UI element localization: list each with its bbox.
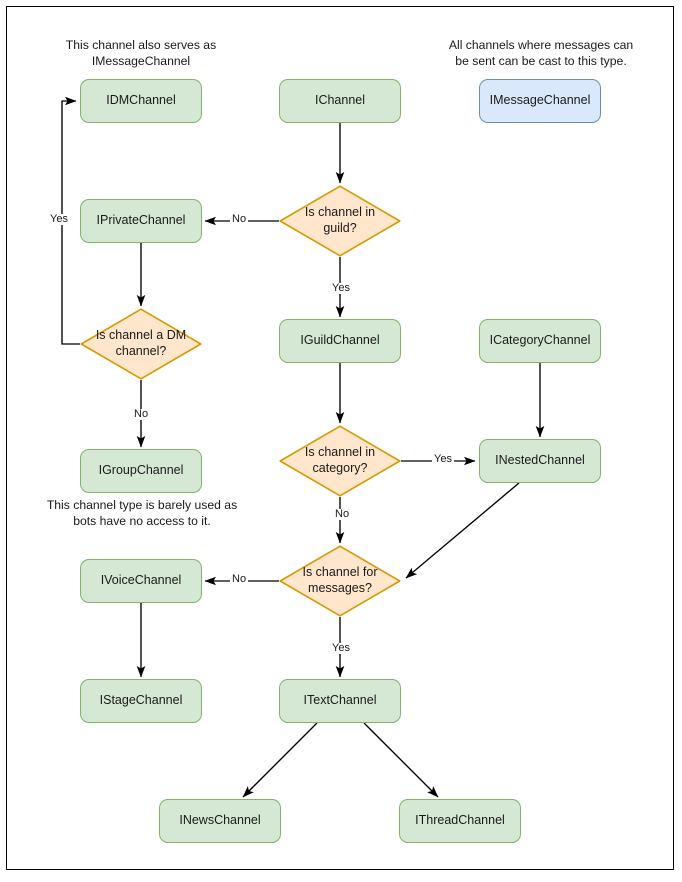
diamond-shape-icon: [80, 308, 202, 380]
decision-label: Is channel in category?: [304, 445, 376, 475]
edge-label-category-yes: Yes: [432, 453, 454, 465]
node-istagechannel[interactable]: IStageChannel: [80, 679, 202, 723]
decision-label: Is channel in guild?: [304, 205, 376, 235]
node-igroupchannel[interactable]: IGroupChannel: [80, 449, 202, 493]
decision-label: Is channel a DM channel?: [95, 328, 187, 358]
note-imessagechannel: All channels where messages can be sent …: [448, 38, 634, 68]
node-inestedchannel[interactable]: INestedChannel: [479, 439, 601, 483]
node-imessagechannel[interactable]: IMessageChannel: [479, 79, 601, 123]
node-idmchannel[interactable]: IDMChannel: [80, 79, 202, 123]
edge-label-dm-yes: Yes: [48, 213, 70, 225]
decision-is-channel-in-category[interactable]: Is channel in category?: [279, 425, 401, 497]
edge-label-guild-no: No: [230, 213, 249, 225]
node-icategorychannel[interactable]: ICategoryChannel: [479, 319, 601, 363]
decision-label: Is channel for messages?: [302, 565, 378, 595]
node-ichannel[interactable]: IChannel: [279, 79, 401, 123]
decision-is-channel-a-dm-channel[interactable]: Is channel a DM channel?: [80, 308, 202, 380]
edge-label-messages-yes: Yes: [330, 642, 352, 654]
node-ithreadchannel[interactable]: IThreadChannel: [399, 799, 521, 843]
decision-is-channel-for-messages[interactable]: Is channel for messages?: [279, 545, 401, 617]
edge-label-category-no: No: [333, 508, 352, 520]
diamond-shape-icon: [279, 545, 401, 617]
diagram-frame: [6, 6, 674, 870]
edge-label-guild-yes: Yes: [330, 282, 352, 294]
node-inewschannel[interactable]: INewsChannel: [159, 799, 281, 843]
diamond-shape-icon: [279, 185, 401, 257]
note-igroupchannel: This channel type is barely used as bots…: [46, 498, 238, 528]
diamond-shape-icon: [279, 425, 401, 497]
edge-label-messages-no: No: [230, 573, 249, 585]
decision-is-channel-in-guild[interactable]: Is channel in guild?: [279, 185, 401, 257]
edge-label-dm-no: No: [132, 408, 151, 420]
note-idmchannel: This channel also serves as IMessageChan…: [65, 38, 217, 68]
node-iguildchannel[interactable]: IGuildChannel: [279, 319, 401, 363]
node-itextchannel[interactable]: ITextChannel: [279, 679, 401, 723]
node-ivoicechannel[interactable]: IVoiceChannel: [80, 559, 202, 603]
node-iprivatechannel[interactable]: IPrivateChannel: [80, 199, 202, 243]
